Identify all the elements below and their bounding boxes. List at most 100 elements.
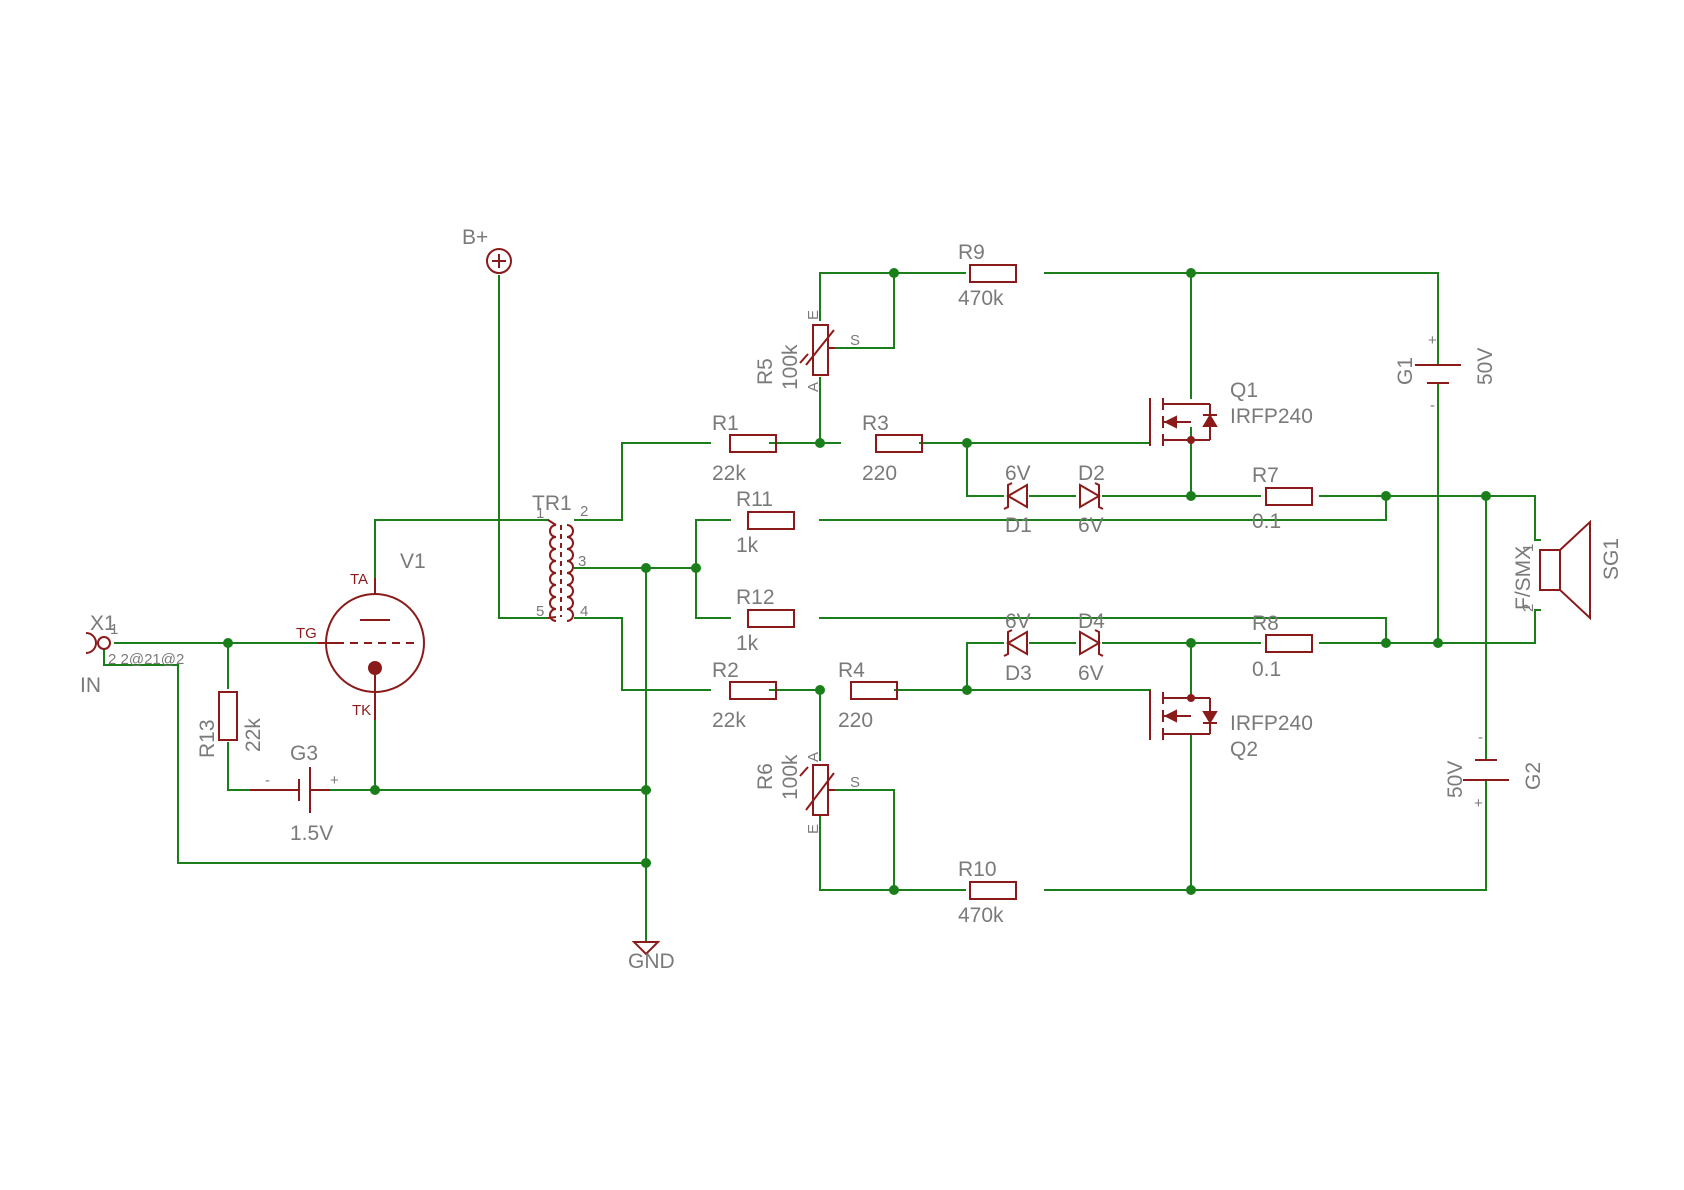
r6-a-label: A bbox=[805, 752, 822, 762]
q2-label: Q2 bbox=[1230, 738, 1258, 761]
r7-label: R7 bbox=[1252, 464, 1279, 487]
d4-zener-diode[interactable]: D4 6V bbox=[1078, 610, 1105, 685]
r4-resistor[interactable]: R4 220 bbox=[838, 659, 898, 732]
r6-potentiometer[interactable]: R6 100k A E S bbox=[754, 752, 860, 834]
r5-label: R5 bbox=[754, 358, 777, 385]
g1-battery[interactable]: G1 50V + - bbox=[1394, 332, 1497, 414]
tr1-pin2-label: 2 bbox=[580, 503, 588, 520]
junction bbox=[889, 268, 899, 278]
d3-value: 6V bbox=[1005, 610, 1031, 633]
x1-pin1-label: 1 bbox=[110, 621, 118, 638]
r6-label: R6 bbox=[754, 763, 777, 790]
d2-value: 6V bbox=[1078, 514, 1104, 537]
g2-label: G2 bbox=[1522, 762, 1545, 790]
g3-minus-label: - bbox=[265, 772, 270, 789]
d4-value: 6V bbox=[1078, 662, 1104, 685]
g1-label: G1 bbox=[1394, 357, 1417, 385]
r11-resistor[interactable]: R11 1k bbox=[736, 488, 795, 557]
r7-resistor[interactable]: R7 0.1 bbox=[1252, 464, 1313, 533]
r12-label: R12 bbox=[736, 586, 775, 609]
junction bbox=[1381, 638, 1391, 648]
g2-plus-label: + bbox=[1474, 795, 1483, 812]
r6-s-label: S bbox=[850, 774, 860, 791]
r10-resistor[interactable]: R10 470k bbox=[958, 858, 1017, 927]
g2-battery[interactable]: 50V G2 - + bbox=[1444, 729, 1545, 812]
r1-resistor[interactable]: R1 22k bbox=[712, 412, 777, 485]
r8-value: 0.1 bbox=[1252, 658, 1281, 681]
r13-label: R13 bbox=[196, 719, 219, 758]
junction bbox=[815, 685, 825, 695]
sg1-label: SG1 bbox=[1600, 538, 1623, 580]
g3-value: 1.5V bbox=[290, 822, 333, 845]
q2-mosfet[interactable]: IRFP240 Q2 bbox=[1149, 690, 1313, 761]
g3-label: G3 bbox=[290, 742, 318, 765]
sg1-pin2-label: 2 bbox=[1520, 604, 1537, 612]
x1-pins-label: 2 2@21@2 bbox=[108, 651, 184, 668]
r13-value: 22k bbox=[242, 718, 265, 752]
r7-value: 0.1 bbox=[1252, 510, 1281, 533]
r2-resistor[interactable]: R2 22k bbox=[712, 659, 777, 732]
in-label: IN bbox=[80, 674, 101, 697]
junction bbox=[641, 858, 651, 868]
r8-resistor[interactable]: R8 0.1 bbox=[1252, 612, 1313, 681]
q1-label: Q1 bbox=[1230, 379, 1258, 402]
junction bbox=[962, 685, 972, 695]
g1-value: 50V bbox=[1474, 348, 1497, 385]
r1-label: R1 bbox=[712, 412, 739, 435]
d1-value: 6V bbox=[1005, 462, 1031, 485]
q2-value: IRFP240 bbox=[1230, 712, 1313, 735]
r2-value: 22k bbox=[712, 709, 746, 732]
sg1-type-label: F/SMX bbox=[1512, 546, 1535, 610]
junction bbox=[962, 438, 972, 448]
d4-label: D4 bbox=[1078, 610, 1105, 633]
v1-triode-tube[interactable]: V1 TA TG TK bbox=[296, 550, 426, 720]
tr1-label: TR1 bbox=[532, 492, 572, 515]
junction bbox=[815, 438, 825, 448]
g1-plus-label: + bbox=[1428, 332, 1437, 349]
d2-zener-diode[interactable]: D2 6V bbox=[1078, 462, 1105, 537]
r3-label: R3 bbox=[862, 412, 889, 435]
junction bbox=[1433, 638, 1443, 648]
r5-a-label: A bbox=[805, 382, 822, 392]
r5-potentiometer[interactable]: R5 100k A E S bbox=[754, 310, 860, 392]
junction bbox=[1186, 491, 1196, 501]
gnd-label: GND bbox=[628, 950, 675, 973]
r9-label: R9 bbox=[958, 241, 985, 264]
g3-battery[interactable]: G3 1.5V - + bbox=[250, 742, 339, 845]
d1-zener-diode[interactable]: D1 6V bbox=[1003, 462, 1032, 537]
r8-label: R8 bbox=[1252, 612, 1279, 635]
r11-value: 1k bbox=[736, 534, 759, 557]
junction bbox=[370, 785, 380, 795]
tr1-pin4-label: 4 bbox=[580, 603, 588, 620]
junction bbox=[1481, 491, 1491, 501]
q1-mosfet[interactable]: Q1 IRFP240 bbox=[1149, 379, 1313, 446]
junction bbox=[1381, 491, 1391, 501]
wires bbox=[103, 272, 1541, 941]
bplus-terminal[interactable]: B+ bbox=[462, 226, 512, 274]
d2-label: D2 bbox=[1078, 462, 1105, 485]
r6-value: 100k bbox=[779, 754, 802, 800]
v1-tg-label: TG bbox=[296, 625, 317, 642]
x1-input-jack[interactable]: X1 1 2 2@21@2 IN bbox=[80, 612, 184, 697]
d3-zener-diode[interactable]: D3 6V bbox=[1003, 610, 1032, 685]
r1-value: 22k bbox=[712, 462, 746, 485]
g2-value: 50V bbox=[1444, 761, 1467, 798]
r12-resistor[interactable]: R12 1k bbox=[736, 586, 795, 655]
v1-label: V1 bbox=[400, 550, 426, 573]
junction bbox=[1186, 638, 1196, 648]
r3-value: 220 bbox=[862, 462, 897, 485]
g1-minus-label: - bbox=[1430, 397, 1435, 414]
r9-resistor[interactable]: R9 470k bbox=[958, 241, 1017, 310]
gnd-symbol[interactable]: GND bbox=[628, 939, 675, 973]
g2-minus-label: - bbox=[1478, 729, 1483, 746]
r11-label: R11 bbox=[736, 488, 773, 511]
r13-resistor[interactable]: R13 22k bbox=[196, 691, 265, 758]
junction bbox=[1186, 268, 1196, 278]
tr1-transformer[interactable]: TR1 1 2 3 4 5 bbox=[532, 492, 588, 622]
r3-resistor[interactable]: R3 220 bbox=[862, 412, 923, 485]
v1-ta-label: TA bbox=[350, 571, 368, 588]
tr1-pin3-label: 3 bbox=[578, 553, 586, 570]
q1-value: IRFP240 bbox=[1230, 405, 1313, 428]
junction bbox=[889, 885, 899, 895]
sg1-speaker[interactable]: SG1 F/SMX 1 2 bbox=[1512, 519, 1623, 621]
